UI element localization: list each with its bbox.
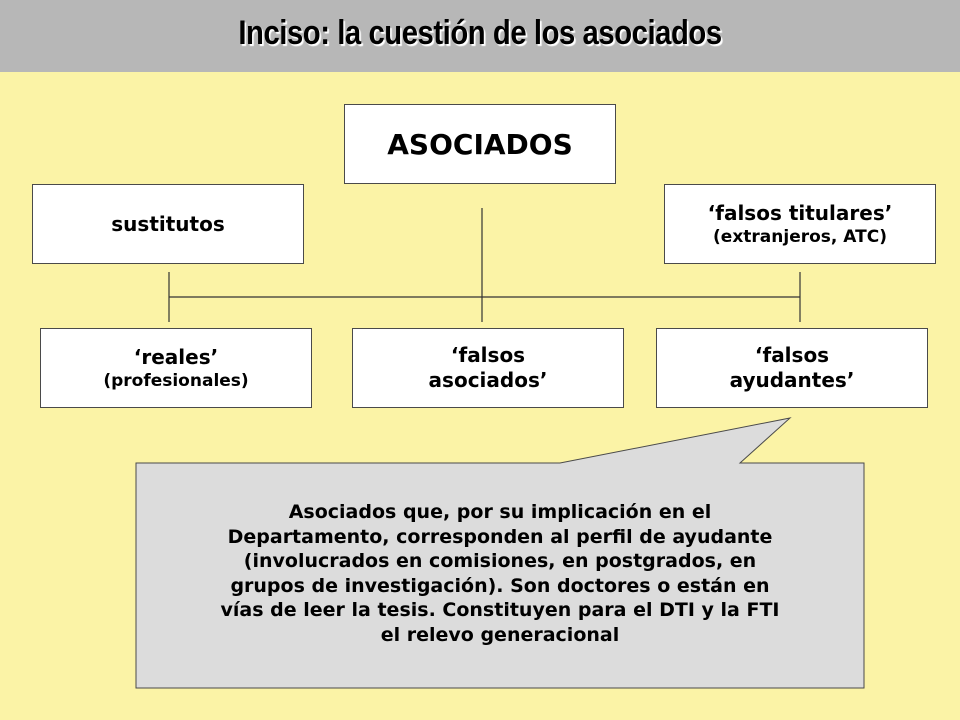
callout-line: Departamento, corresponden al perfil de … [227,525,773,548]
callout-line: el relevo generacional [380,623,620,646]
box-sustitutos: sustitutos [32,184,304,264]
box-falsos-titulares-sublabel: (extranjeros, ATC) [713,226,887,247]
box-falsos-ayudantes-line1: ‘falsos [754,343,830,367]
callout-line: grupos de investigación). Son doctores o… [230,574,770,597]
box-falsos-asociados-line2: asociados’ [428,368,548,392]
box-reales: ‘reales’ (profesionales) [40,328,312,408]
callout-line: vías de leer la tesis. Constituyen para … [220,599,780,621]
box-falsos-asociados: ‘falsos asociados’ [352,328,624,408]
box-falsos-ayudantes-line2: ayudantes’ [729,368,855,392]
box-falsos-titulares-label: ‘falsos titulares’ [707,200,893,225]
box-falsos-titulares: ‘falsos titulares’ (extranjeros, ATC) [664,184,936,264]
callout-text: Asociados que, por su implicación en el … [150,500,850,647]
box-sustitutos-label: sustitutos [111,211,225,236]
title-bar [0,0,960,72]
box-reales-label: ‘reales’ [133,344,219,369]
box-asociados: ASOCIADOS [344,104,616,184]
callout-bubble [135,417,865,689]
box-reales-sublabel: (profesionales) [103,370,249,391]
callout-line: (involucrados en comisiones, en postgrad… [243,550,757,572]
callout-line: Asociados que, por su implicación en el [288,501,712,523]
box-falsos-ayudantes: ‘falsos ayudantes’ [656,328,928,408]
page-title: Inciso: la cuestión de los asociados [238,14,722,52]
box-falsos-asociados-line1: ‘falsos [450,343,526,367]
box-asociados-label: ASOCIADOS [387,127,573,161]
